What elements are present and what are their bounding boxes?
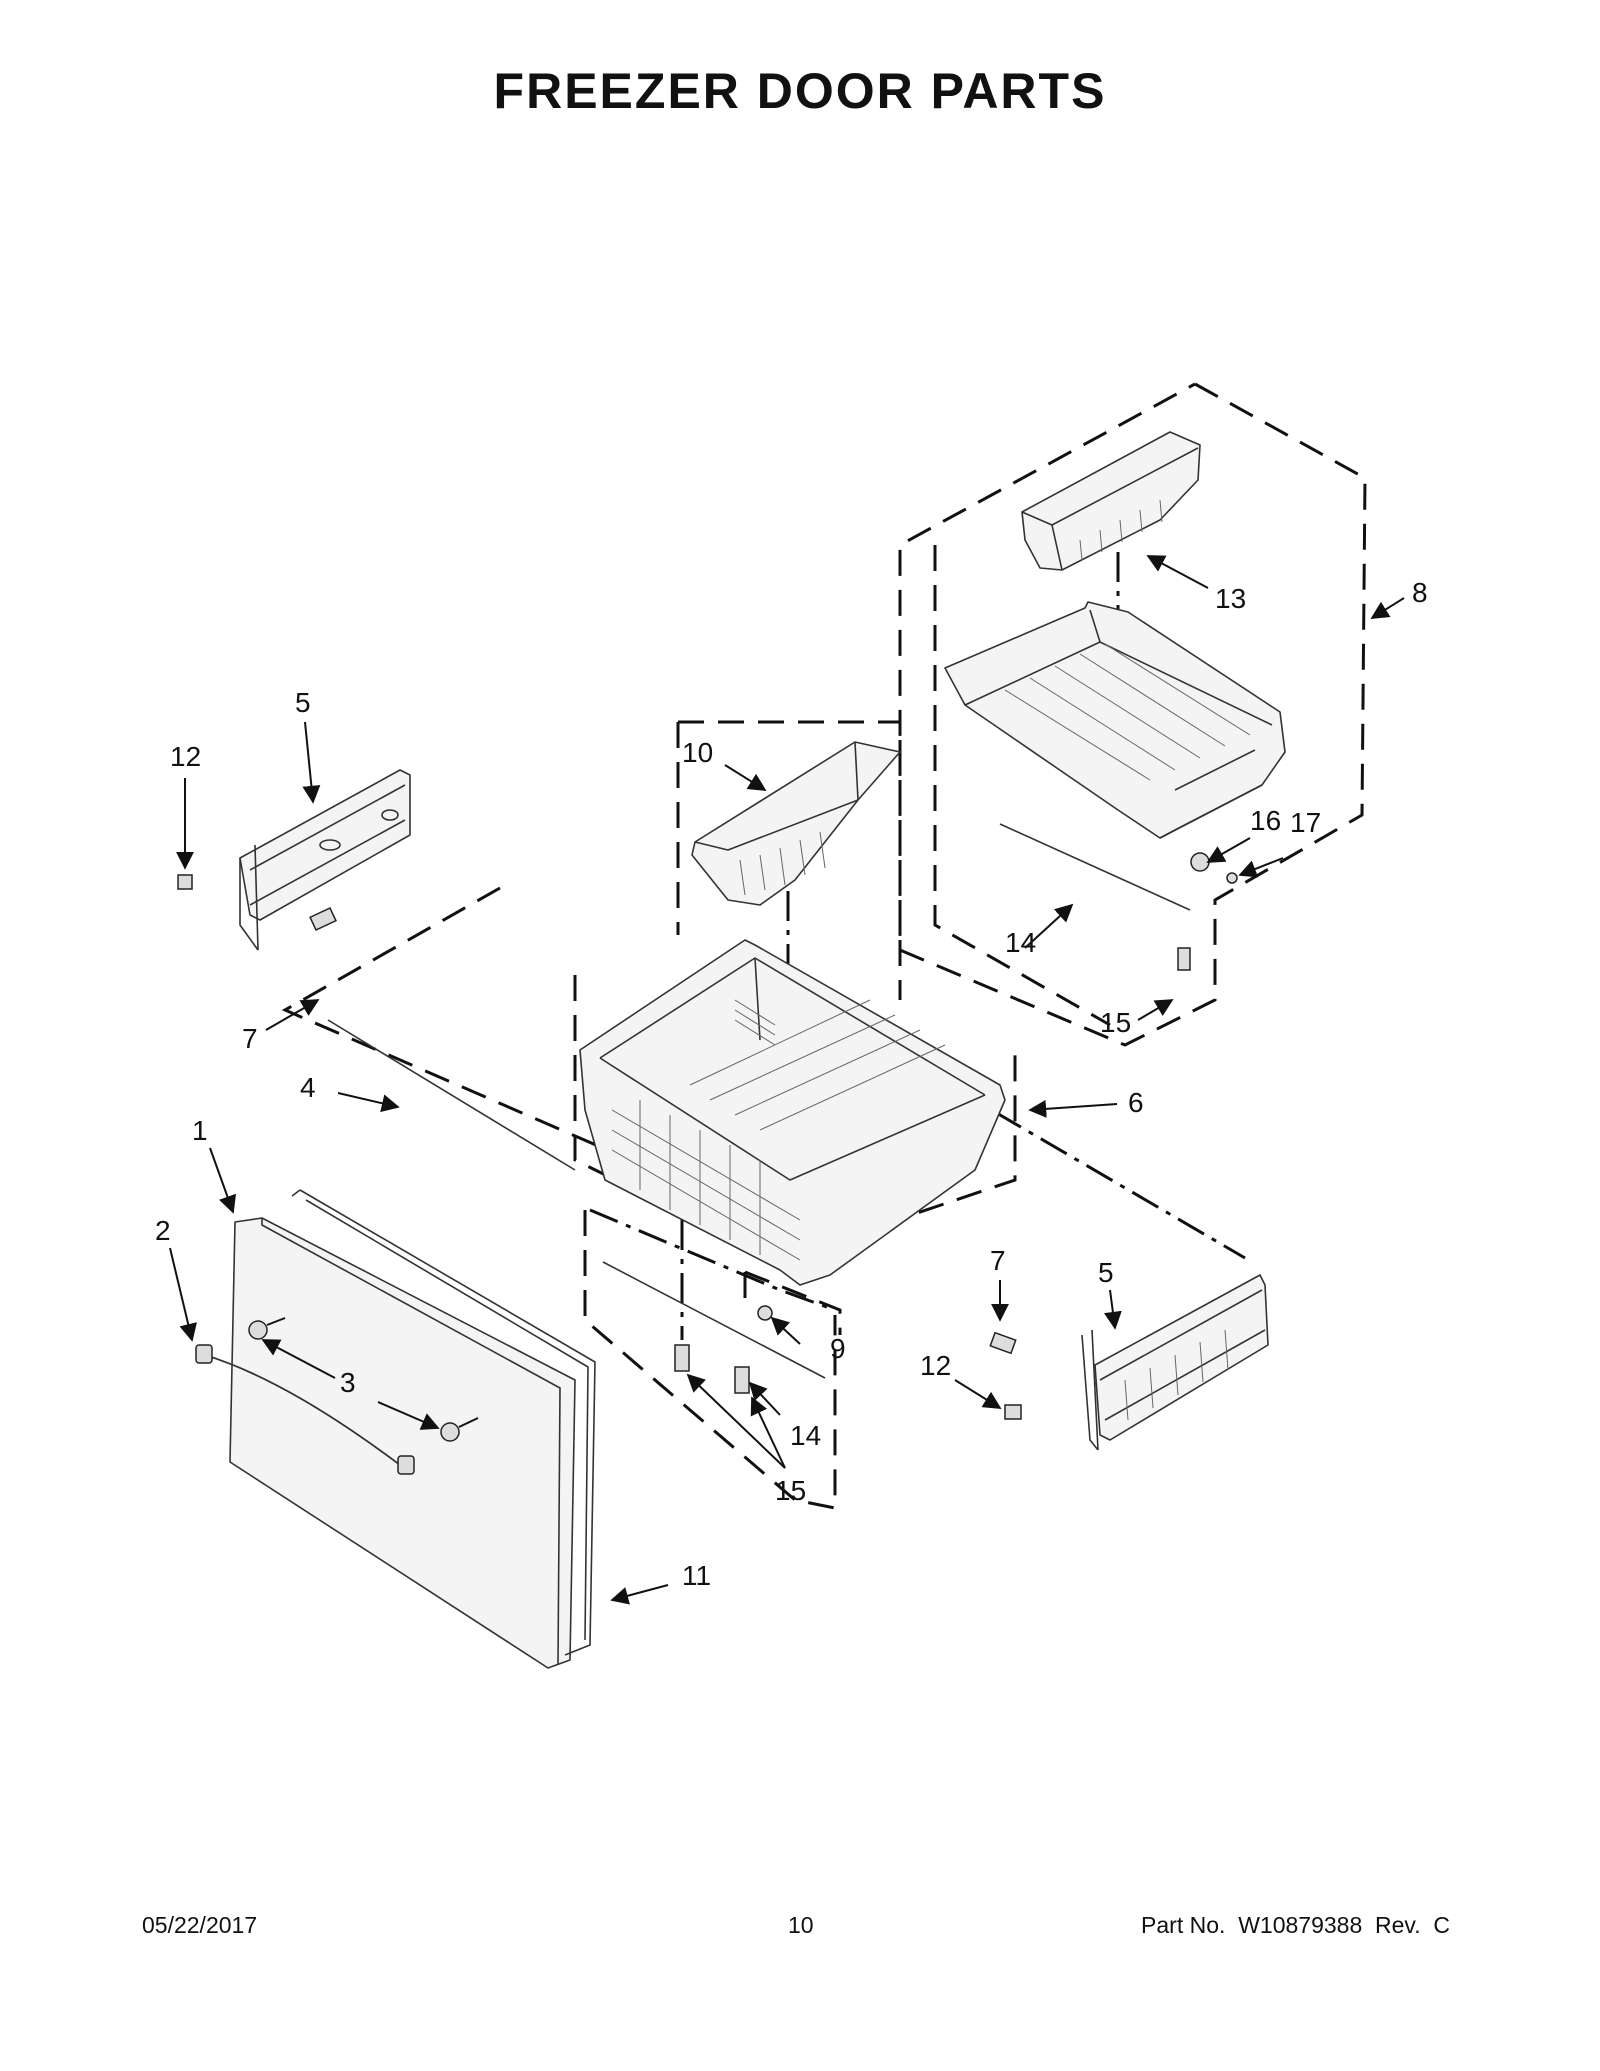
lower-rail-outline [583,1210,837,1510]
callout-2: 2 [155,1215,171,1246]
part-12-clips [177,874,1022,1420]
callout-15-upper: 15 [1100,1007,1131,1038]
callout-15-lower: 15 [775,1475,806,1506]
page-title: FREEZER DOOR PARTS [493,63,1107,119]
part-11-door-gasket [291,1189,596,1656]
part-13-bin [1021,431,1201,571]
footer-date: 05/22/2017 [142,1912,258,1938]
callout-1: 1 [192,1115,208,1146]
left-slide-dashdot [589,1208,836,1312]
part-1-door [229,1217,576,1669]
part-2-handle [195,1344,415,1475]
callout-17: 17 [1290,807,1321,838]
callout-8: 8 [1412,577,1428,608]
callout-14-lower: 14 [790,1420,821,1451]
part-15-screws [674,947,1191,1394]
callout-3: 3 [340,1367,356,1398]
upper-basket-inner-outline [933,545,1111,1027]
part-14-rods [602,823,1191,1379]
part-4-rod [327,1019,576,1171]
callout-4: 4 [300,1072,316,1103]
callout-5-left: 5 [295,687,311,718]
part-6-lower-basket [579,939,1006,1286]
callout-9: 9 [830,1333,846,1364]
callout-7-right: 7 [990,1245,1006,1276]
upper-basket-group-outline [898,382,1367,1047]
callout-6: 6 [1128,1087,1144,1118]
part-7-screws [309,907,1017,1355]
callout-11: 11 [682,1560,711,1591]
part-9-stop [757,1305,773,1321]
callout-12-right: 12 [920,1350,951,1381]
part-5-left-slide [239,769,411,951]
callout-16: 16 [1250,805,1281,836]
part-3-screws [248,1317,479,1442]
callout-14-upper: 14 [1005,927,1036,958]
left-slide-outline [281,886,666,1177]
callout-5-right: 5 [1098,1257,1114,1288]
bin-10-outline [676,720,902,1000]
leader-lines [169,555,1405,1605]
callout-12-left: 12 [170,741,201,772]
callout-13: 13 [1215,583,1246,614]
footer-page-number: 10 [788,1912,814,1938]
callout-10: 10 [682,737,713,768]
part-9-outline [743,1270,842,1335]
part-8-upper-basket [944,601,1286,839]
part-10-bin [691,741,901,906]
right-slide-dashdot [994,1110,1246,1260]
part-16-17-wheel [1190,852,1238,884]
callout-7-left: 7 [242,1023,258,1054]
footer-part-number: Part No. W10879388 Rev. C [1141,1912,1450,1938]
part-5-right-slide [1081,1274,1269,1451]
